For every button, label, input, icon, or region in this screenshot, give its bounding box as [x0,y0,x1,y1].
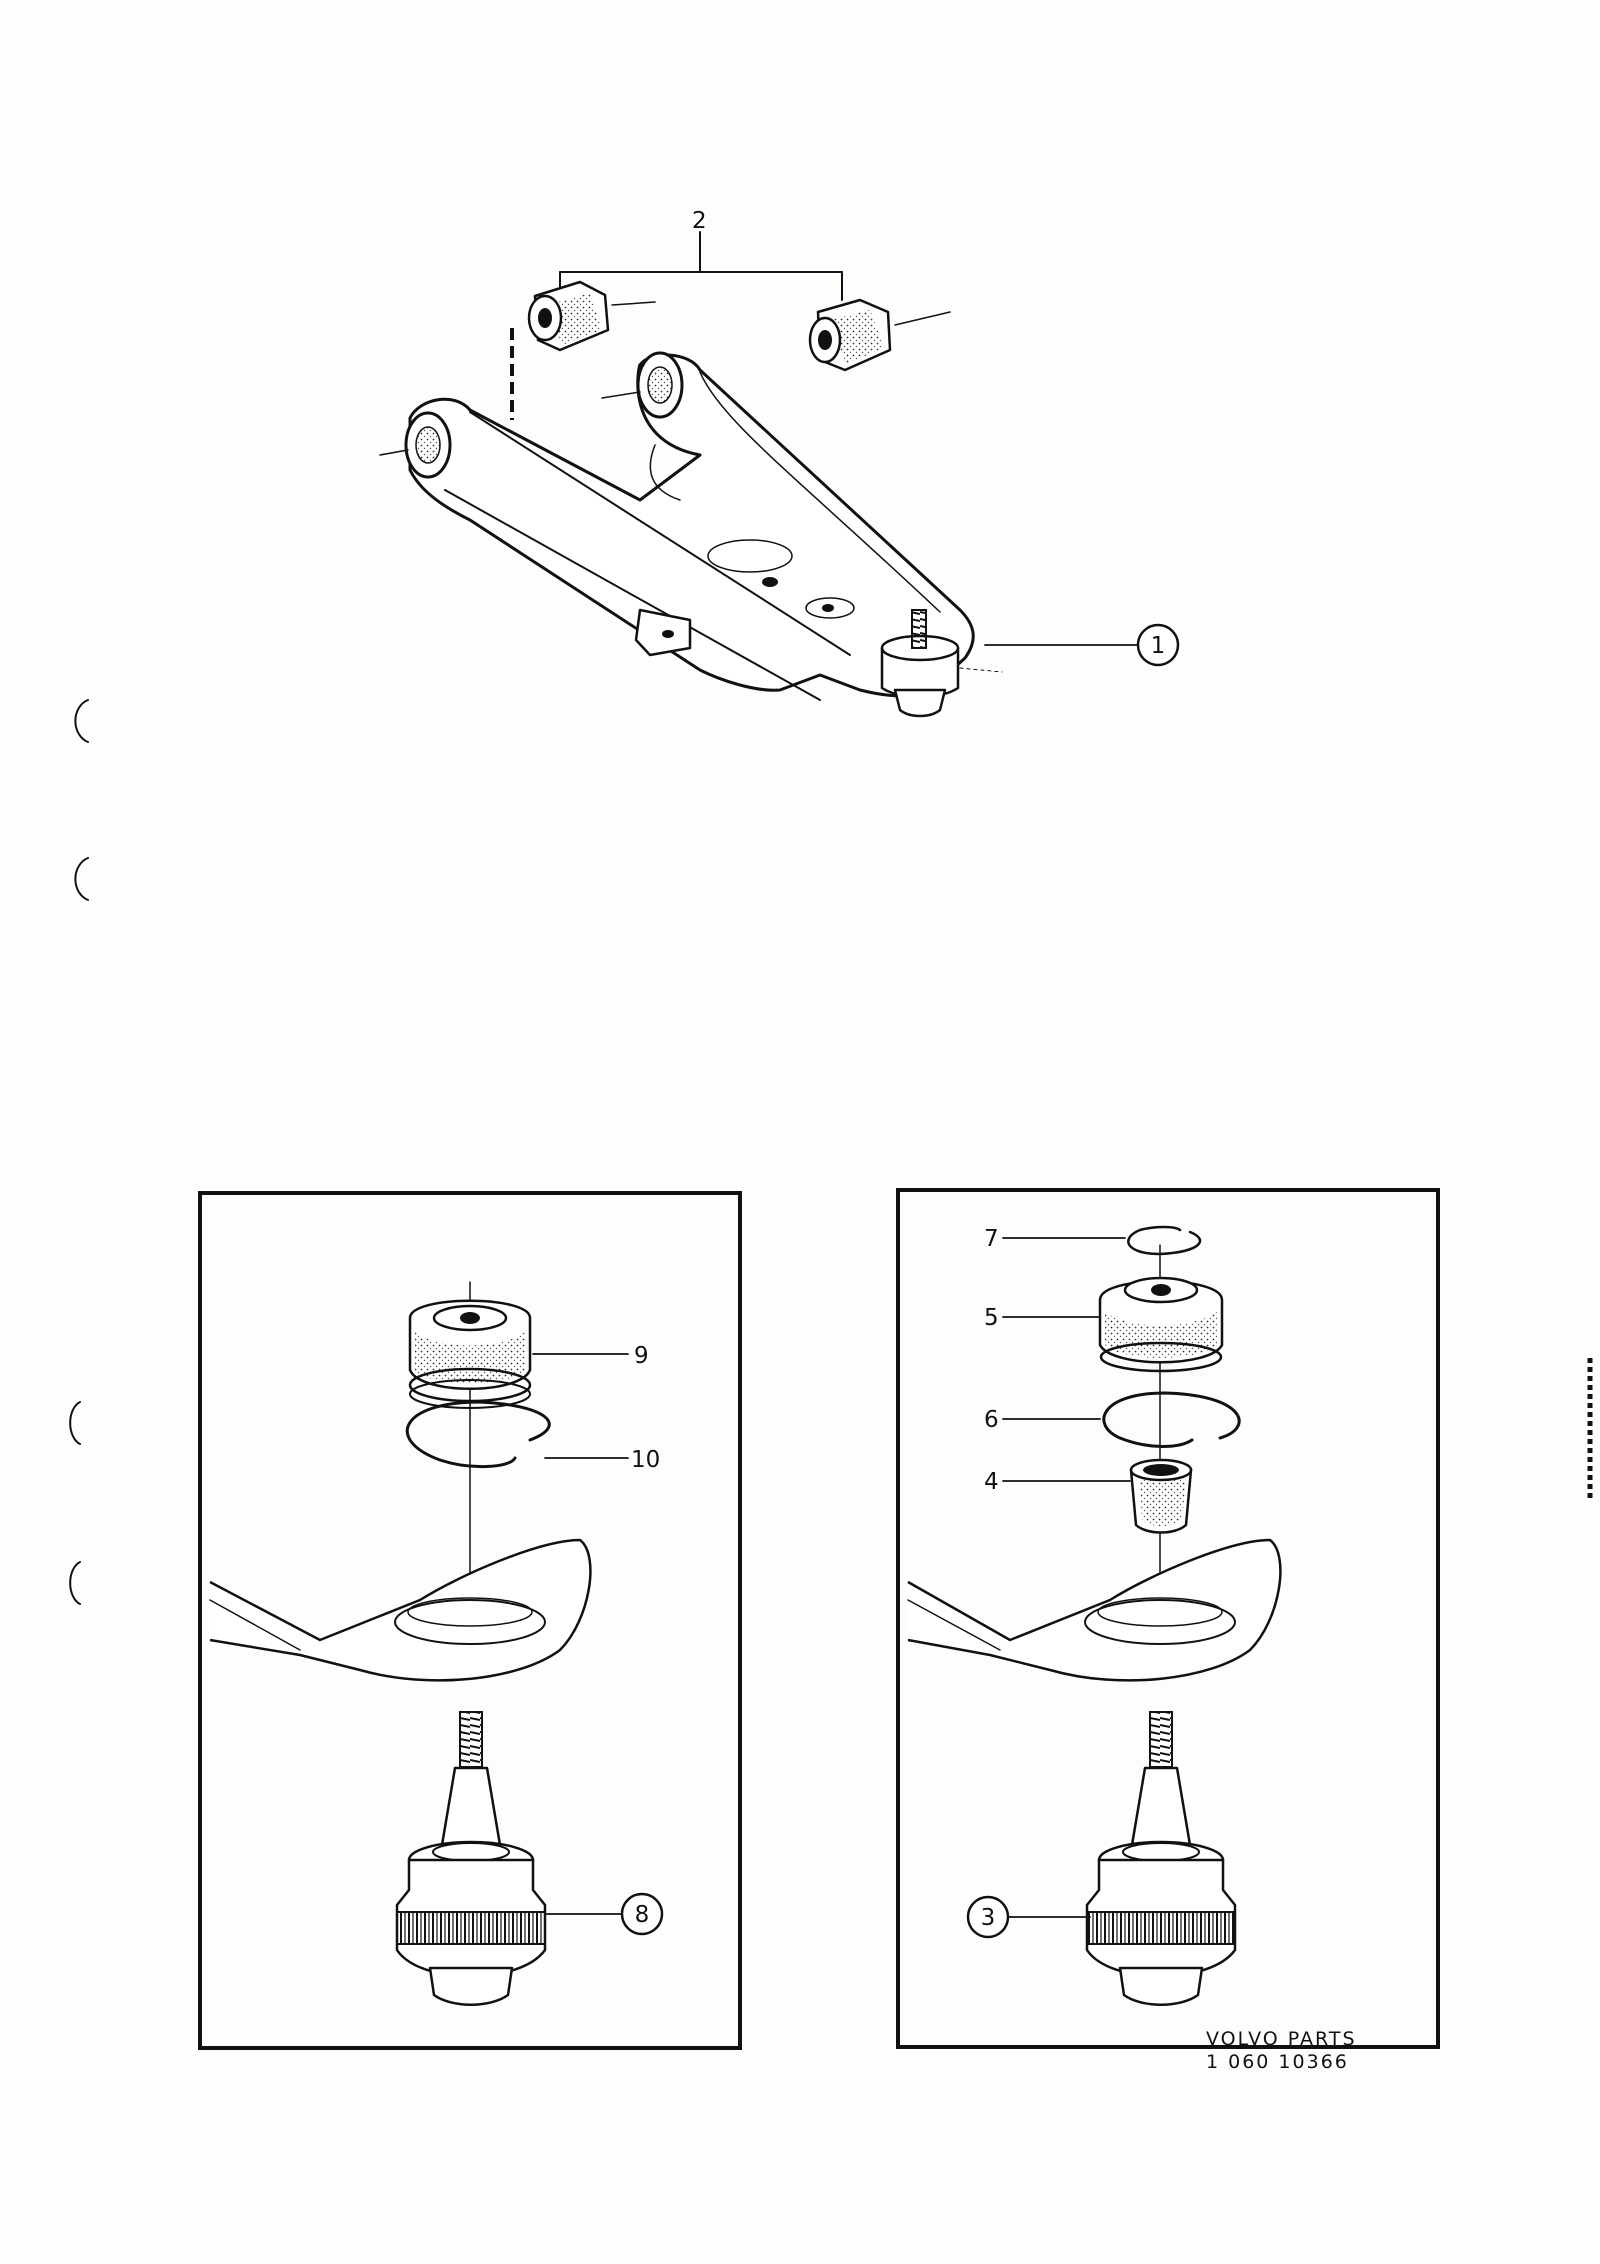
bushing-4 [1129,1458,1193,1534]
bushing-left [527,280,656,352]
callout-1: 1 [984,623,1180,667]
binder-marks [69,699,1593,1605]
callout-9-label: 9 [634,1343,649,1369]
dust-boot-5 [1098,1276,1224,1373]
ball-joint-8 [395,1711,547,2006]
callout-1-label: 1 [1151,633,1166,659]
callout-7-label: 7 [984,1226,999,1252]
callout-8-label: 8 [635,1902,650,1928]
right-detail-panel: 7 5 6 4 3 [896,1188,1440,2049]
callout-2-leader [559,231,843,301]
left-detail-panel: 9 10 8 [198,1191,742,2050]
circlip-6 [1102,1391,1241,1448]
ball-joint-3 [1085,1711,1237,2006]
bushing-right [808,298,951,372]
callout-10-label: 10 [631,1447,660,1473]
footer-brand: VOLVO PARTS [1206,2028,1357,2050]
callout-6-label: 6 [984,1407,999,1433]
callout-3-label: 3 [981,1905,996,1931]
dust-boot-9 [408,1299,532,1409]
footer-reference: VOLVO PARTS 1 060 10366 [1206,2028,1357,2074]
footer-code: 1 060 10366 [1206,2051,1349,2073]
callout-4-label: 4 [984,1469,999,1495]
control-arm-assembly: 2 [379,208,1003,718]
circlip-10 [405,1400,551,1468]
callout-5-label: 5 [984,1305,999,1331]
ring-7 [1127,1225,1202,1256]
callout-2-label: 2 [692,208,707,234]
